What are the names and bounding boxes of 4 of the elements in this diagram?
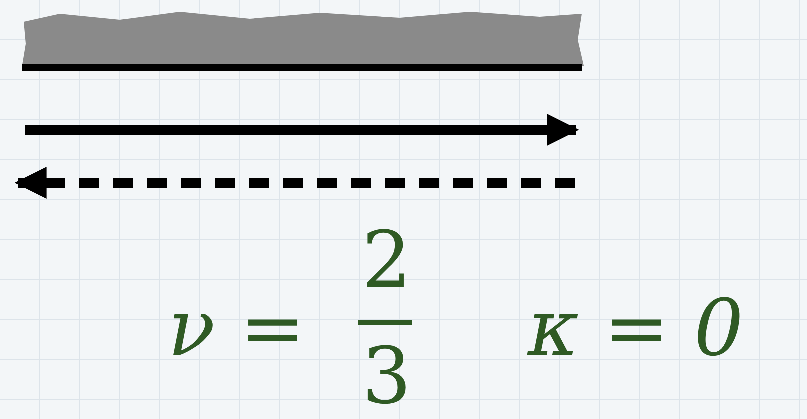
fraction-digit: 3 <box>362 338 412 416</box>
formula-text: κ = 0 <box>528 290 744 368</box>
formula-text: ν = <box>168 290 306 368</box>
fraction-digit: 2 <box>362 222 412 300</box>
